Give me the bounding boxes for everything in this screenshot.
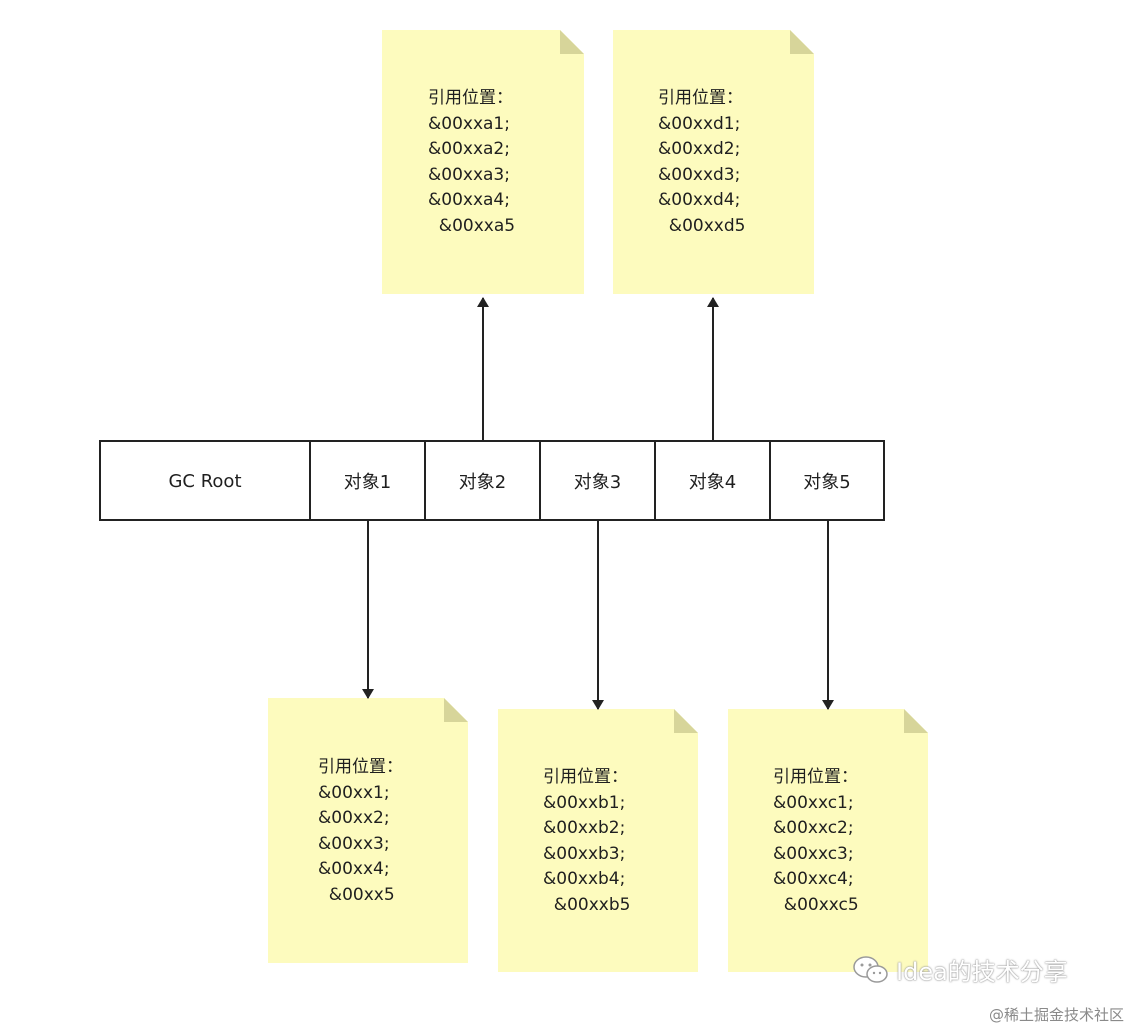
cell-object-1: 对象1	[343, 472, 392, 493]
cell-object-5: 对象5	[803, 472, 851, 493]
cell-object-3: 对象3	[573, 472, 622, 493]
note-line: &00xx1;	[318, 782, 390, 803]
watermark-text: Idea的技术分享	[896, 958, 1068, 986]
object-row	[99, 440, 885, 521]
note-line: &00xxb4;	[543, 869, 626, 889]
note-line: &00xxb5	[543, 894, 631, 915]
note-line: &00xxa2;	[428, 139, 510, 159]
note-line: &00xxa4;	[428, 190, 510, 210]
note-line: &00xxa1;	[428, 113, 510, 134]
note-bottom-b: 引用位置： &00xxb1; &00xxb2; &00xxb3; &00xxb4…	[543, 765, 630, 918]
note-line: &00xxd2;	[658, 139, 741, 159]
note-line: &00xx4;	[318, 859, 390, 879]
note-line: &00xxd4;	[658, 190, 741, 210]
note-line: &00xxd3;	[658, 164, 741, 185]
note-bottom-1: 引用位置： &00xx1; &00xx2; &00xx3; &00xx4; &0…	[318, 755, 403, 908]
note-bottom-c-shape	[728, 709, 928, 972]
note-title: 引用位置：	[318, 757, 403, 777]
cell-gc-root: GC Root	[168, 470, 242, 492]
note-line: &00xxc2;	[773, 818, 854, 838]
note-top-d-shape	[613, 30, 814, 294]
wechat-icon	[853, 955, 888, 983]
note-line: &00xxb3;	[543, 843, 626, 864]
note-title: 引用位置：	[428, 88, 513, 108]
note-line: &00xxc3;	[773, 843, 854, 864]
note-line: &00xxa3;	[428, 164, 510, 185]
note-line: &00xxb1;	[543, 792, 626, 813]
note-line: &00xxd5	[658, 215, 746, 236]
note-line: &00xxc5	[773, 894, 859, 915]
note-top-d: 引用位置： &00xxd1; &00xxd2; &00xxd3; &00xxd4…	[658, 86, 745, 239]
note-line: &00xxc4;	[773, 869, 854, 889]
note-top-a-shape	[382, 30, 584, 294]
cell-object-4: 对象4	[688, 472, 737, 493]
note-line: &00xx2;	[318, 808, 390, 828]
note-bottom-b-shape	[498, 709, 698, 972]
watermark: Idea的技术分享	[852, 952, 1068, 987]
cell-object-2: 对象2	[458, 472, 507, 493]
note-line: &00xxb2;	[543, 818, 626, 838]
note-line: &00xxc1;	[773, 792, 854, 813]
note-top-a: 引用位置： &00xxa1; &00xxa2; &00xxa3; &00xxa4…	[428, 86, 515, 239]
note-bottom-c: 引用位置： &00xxc1; &00xxc2; &00xxc3; &00xxc4…	[773, 765, 859, 918]
note-title: 引用位置：	[543, 767, 628, 787]
footer-credit: @稀土掘金技术社区	[988, 1006, 1124, 1024]
note-line: &00xxa5	[428, 215, 516, 236]
note-line: &00xx3;	[318, 833, 390, 854]
note-line: &00xxd1;	[658, 113, 741, 134]
note-title: 引用位置：	[658, 88, 743, 108]
note-bottom-1-shape	[268, 698, 468, 963]
note-line: &00xx5	[318, 884, 395, 905]
note-title: 引用位置：	[773, 767, 858, 787]
